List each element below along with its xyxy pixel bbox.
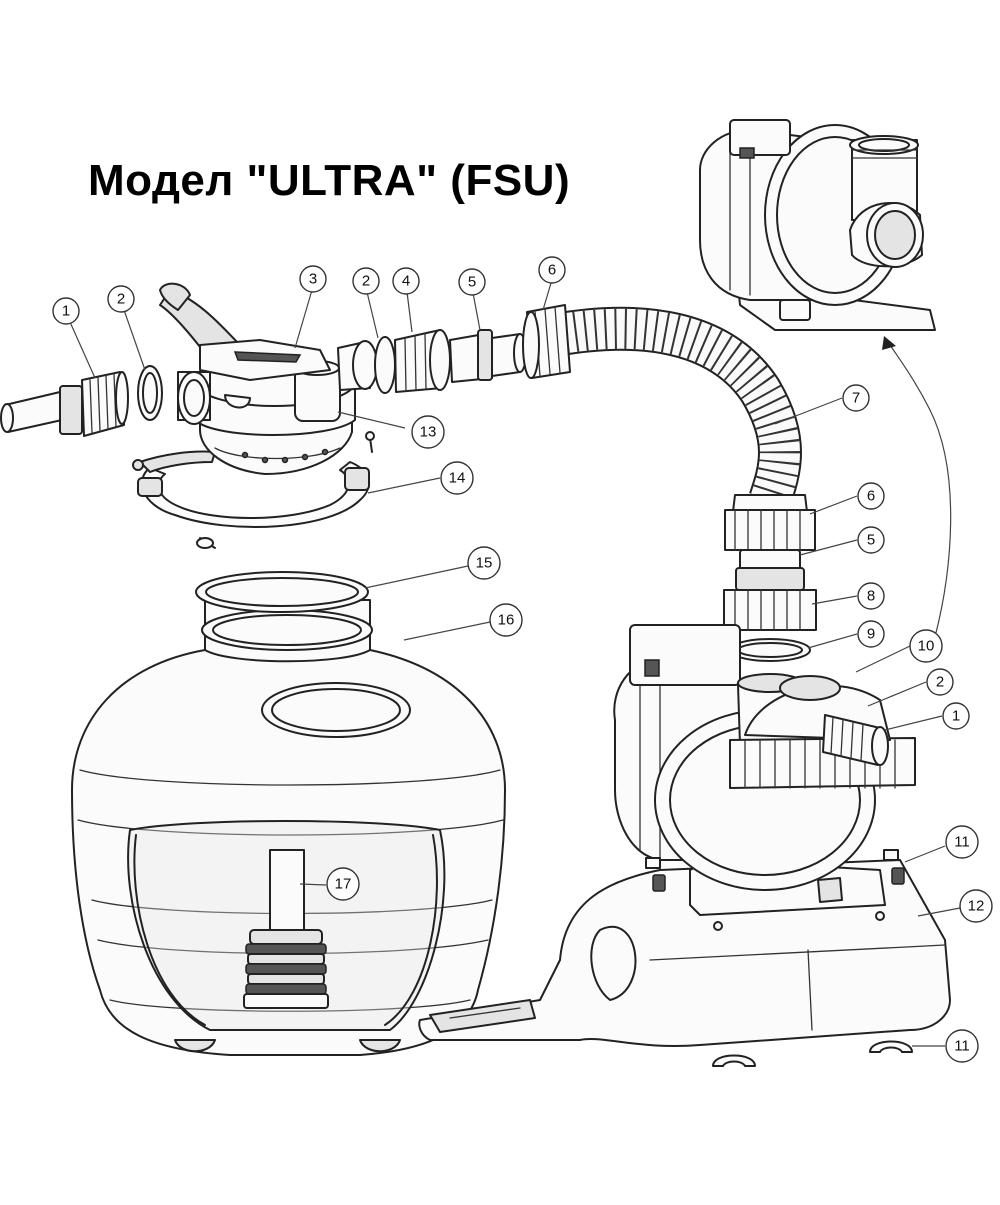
callout-label: 2 — [117, 291, 125, 308]
callout-14-clamp: 14 — [440, 461, 474, 495]
callout-11-feet-lower: 11 — [945, 1029, 979, 1063]
o-ring-left — [137, 365, 163, 421]
callout-1-connector: 1 — [52, 297, 80, 325]
callout-label: 5 — [867, 532, 875, 549]
pump-union — [723, 549, 817, 631]
assembly-arrow — [882, 336, 952, 656]
callout-label: 1 — [62, 303, 70, 320]
callout-label: 4 — [402, 273, 410, 290]
callout-6-hose-nut: 6 — [538, 256, 566, 284]
connection-hose — [522, 304, 816, 551]
callout-label: 12 — [968, 898, 985, 915]
callout-17-standpipe: 17 — [326, 867, 360, 901]
callout-2-o-ring-valve: 2 — [352, 267, 380, 295]
callout-7-hose: 7 — [842, 384, 870, 412]
callout-label: 11 — [954, 834, 970, 851]
filter-tank — [71, 599, 506, 1056]
callout-4-nut: 4 — [392, 267, 420, 295]
hose-connector-left — [0, 371, 129, 437]
callout-2-o-ring: 2 — [107, 285, 135, 313]
callout-5-union: 5 — [458, 268, 486, 296]
callout-5-union-lower: 5 — [857, 526, 885, 554]
o-ring-pump-outlet — [729, 638, 811, 662]
callout-label: 13 — [420, 424, 437, 441]
callout-16-tank: 16 — [489, 603, 523, 637]
callout-label: 14 — [449, 470, 466, 487]
leader-lines — [69, 282, 961, 1047]
callout-label: 5 — [468, 274, 476, 291]
callout-6-hose-nut-lower: 6 — [857, 482, 885, 510]
callout-label: 16 — [498, 612, 515, 629]
callout-label: 7 — [852, 390, 860, 407]
callout-13-valve: 13 — [411, 415, 445, 449]
callout-1-connector-pump: 1 — [942, 702, 970, 730]
callout-label: 8 — [867, 588, 875, 605]
callout-label: 2 — [936, 674, 944, 691]
callout-15-o-ring: 15 — [467, 546, 501, 580]
callout-label: 6 — [548, 262, 556, 279]
callout-10-pump: 10 — [909, 629, 943, 663]
callout-label: 6 — [867, 488, 875, 505]
callout-label: 2 — [362, 273, 370, 290]
diagram-title: Модел "ULTRA" (FSU) — [88, 156, 571, 205]
callout-label: 9 — [867, 626, 875, 643]
callout-8-nut: 8 — [857, 582, 885, 610]
callout-label: 3 — [309, 271, 317, 288]
callout-label: 10 — [918, 638, 935, 655]
callout-11-feet-upper: 11 — [945, 825, 979, 859]
rubber-feet — [645, 849, 913, 1067]
multiport-valve — [159, 282, 378, 475]
callout-label: 15 — [476, 555, 493, 572]
valve-outlet-fittings — [374, 329, 527, 394]
callout-3-valve-top: 3 — [299, 265, 327, 293]
filter-pump — [613, 624, 916, 916]
callout-label: 1 — [952, 708, 960, 725]
standpipe-assembly — [243, 849, 329, 1009]
callout-2-o-ring-pump: 2 — [926, 668, 954, 696]
callout-12-base: 12 — [959, 889, 993, 923]
callout-label: 11 — [954, 1038, 970, 1055]
tank-clamp — [132, 431, 375, 549]
tank-o-ring — [195, 571, 369, 613]
callout-label: 17 — [335, 876, 352, 893]
callout-9-o-ring: 9 — [857, 620, 885, 648]
pump-detail-top — [699, 119, 936, 331]
